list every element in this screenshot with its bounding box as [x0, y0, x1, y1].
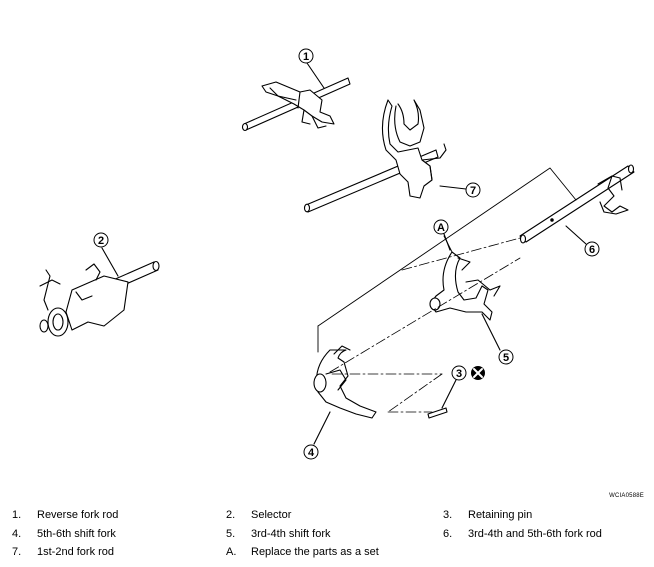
svg-text:3: 3 [456, 368, 462, 380]
callout-5: 5 [498, 349, 514, 365]
exploded-parts-diagram: 1 2 3 4 5 6 7 A [39, 48, 635, 460]
leader-6 [565, 225, 587, 245]
leader-4 [313, 411, 331, 445]
parts-legend: 1.Reverse fork rod 2.Selector 3.Retainin… [12, 509, 602, 558]
reverse-fork-rod [241, 77, 351, 132]
callout-2: 2 [93, 232, 109, 248]
alignment-axis-lines [329, 237, 521, 413]
callout-7: 7 [465, 182, 481, 198]
callout-A: A [433, 219, 449, 235]
svg-text:7: 7 [470, 185, 476, 197]
svg-text:2: 2 [98, 235, 104, 247]
replace-symbol-icon [471, 366, 485, 380]
leader-3 [441, 379, 457, 409]
svg-text:A: A [437, 222, 445, 234]
fifth-sixth-shift-fork [313, 345, 377, 419]
callout-4: 4 [303, 444, 319, 460]
third-fourth-shift-fork [429, 251, 501, 321]
leader-2 [101, 247, 119, 277]
leader-5 [481, 313, 501, 351]
callout-1: 1 [298, 48, 314, 64]
retaining-pin [427, 407, 448, 419]
third-fourth-fifth-sixth-fork-rod [519, 164, 635, 244]
svg-text:5: 5 [503, 352, 509, 364]
first-second-fork-rod [303, 99, 447, 213]
selector [39, 260, 160, 337]
svg-text:4: 4 [308, 447, 315, 459]
leader-1 [306, 62, 325, 89]
callout-6: 6 [584, 241, 600, 257]
callout-3: 3 [451, 365, 467, 381]
leader-7 [439, 185, 467, 190]
leader-A [443, 233, 451, 251]
svg-text:6: 6 [589, 244, 595, 256]
svg-text:1: 1 [303, 51, 309, 63]
figure-code: WCIA0588E [609, 493, 644, 499]
